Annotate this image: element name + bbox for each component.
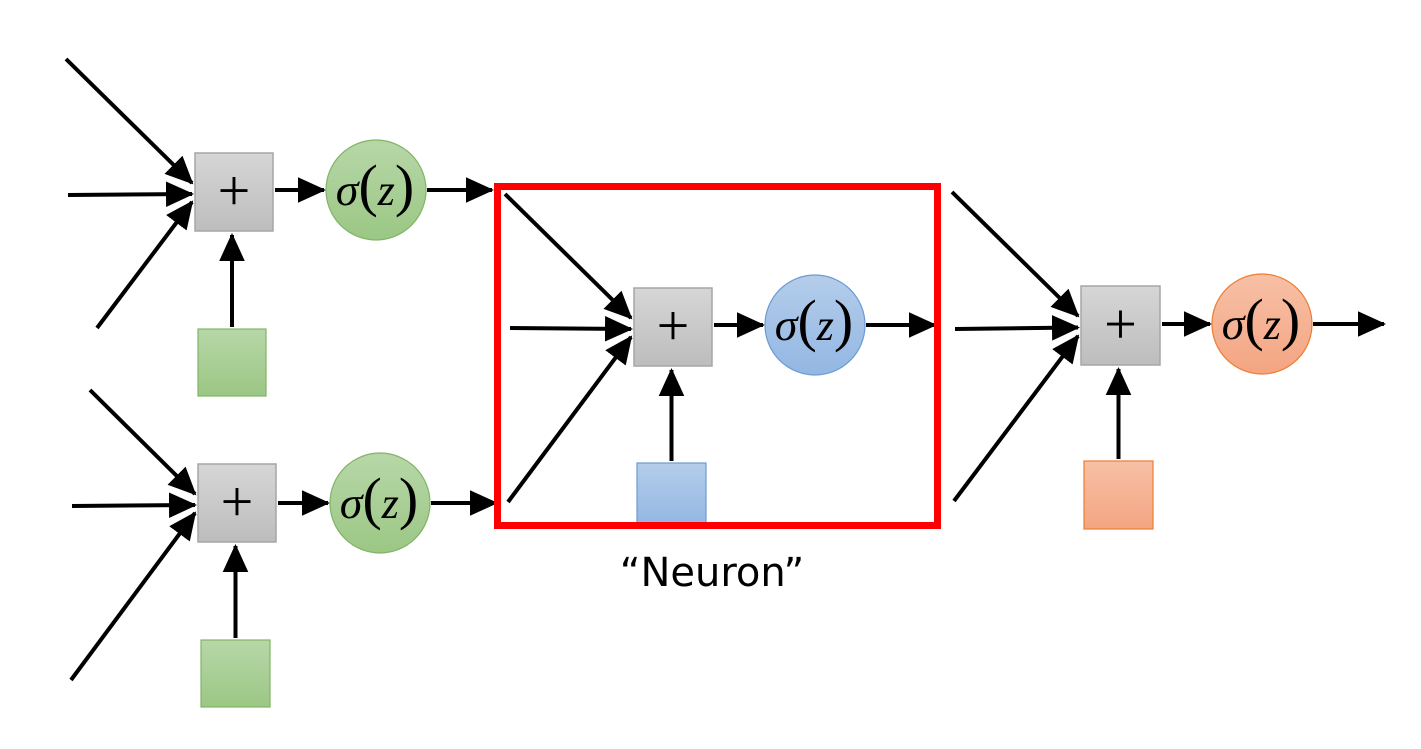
activation-label: σ(z) bbox=[340, 466, 418, 531]
input-arrow bbox=[954, 315, 1080, 341]
bias-node bbox=[197, 328, 267, 397]
activation-node bbox=[325, 139, 427, 241]
activation-label: σ(z) bbox=[336, 153, 414, 218]
neuron-output: + σ(z) bbox=[1080, 273, 1313, 530]
activation-node bbox=[329, 452, 431, 554]
input-arrow bbox=[509, 315, 633, 342]
input-arrow bbox=[950, 190, 1080, 318]
input-arrow bbox=[69, 511, 197, 682]
activation-label: σ(z) bbox=[1222, 287, 1300, 352]
connection-layer bbox=[64, 57, 1386, 682]
activation-node bbox=[764, 274, 866, 376]
neuron-hidden-1: + σ(z) bbox=[194, 139, 427, 397]
activation-node bbox=[1211, 273, 1313, 375]
sum-node bbox=[1080, 285, 1161, 366]
sum-symbol: + bbox=[1104, 292, 1137, 357]
input-arrow bbox=[64, 57, 194, 185]
neuron-caption: “Neuron” bbox=[620, 550, 805, 596]
sum-symbol: + bbox=[218, 158, 251, 223]
activation-label: σ(z) bbox=[775, 288, 853, 353]
input-arrow bbox=[67, 181, 194, 208]
input-arrow bbox=[503, 192, 633, 320]
input-arrow bbox=[506, 335, 633, 504]
input-arrow bbox=[952, 334, 1080, 503]
sum-node bbox=[197, 463, 277, 543]
input-arrow bbox=[95, 200, 194, 330]
neuron-hidden-2: + σ(z) bbox=[197, 452, 431, 708]
bias-node bbox=[1083, 460, 1154, 530]
sum-node bbox=[194, 152, 274, 232]
sum-symbol: + bbox=[221, 469, 254, 534]
sum-symbol: + bbox=[657, 293, 690, 358]
input-arrow bbox=[71, 492, 197, 519]
input-arrow bbox=[88, 388, 197, 496]
sum-node bbox=[633, 287, 713, 367]
bias-node bbox=[200, 639, 271, 708]
bias-node bbox=[636, 462, 707, 526]
neuron-highlight-box bbox=[494, 183, 941, 529]
neuron-hidden-3: + σ(z) bbox=[633, 274, 866, 526]
node-layer: + σ(z) + σ(z) + σ(z) + σ(z) bbox=[194, 139, 1313, 708]
